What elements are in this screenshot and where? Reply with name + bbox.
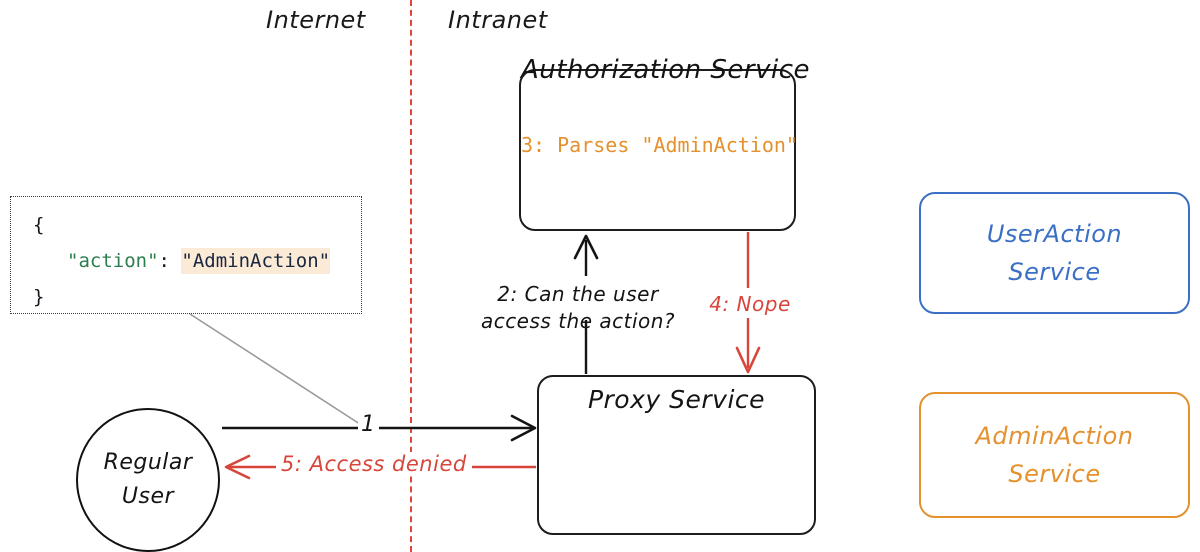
edge-step5-label: 5: Access denied	[276, 452, 472, 476]
edge-step1-arrowhead	[510, 414, 537, 442]
regular-user-label: Regular User	[78, 446, 218, 514]
edge-step2-arrowhead	[573, 234, 599, 260]
json-open-brace: {	[33, 214, 45, 236]
network-boundary-divider	[410, 0, 412, 552]
edge-step1-label: 1	[358, 412, 379, 437]
edge-step4-label: 4: Nope	[709, 292, 791, 316]
json-request-payload: { "action": "AdminAction" }	[10, 196, 362, 314]
admin-action-service-line2: Service	[1008, 460, 1101, 488]
regular-user-label-line1: Regular	[103, 450, 193, 475]
regular-user-node[interactable]: Regular User	[76, 408, 220, 552]
proxy-service-box[interactable]: Proxy Service GO	[537, 375, 816, 535]
edge-step5-arrowhead	[224, 454, 251, 480]
proxy-service-title: Proxy Service	[587, 385, 766, 414]
user-action-service-line2: Service	[1008, 258, 1101, 286]
edge-step2-label: 2: Can the user access the action?	[480, 282, 676, 333]
json-property-line: "action": "AdminAction"	[33, 243, 361, 279]
authorization-service-note: 3: Parses "AdminAction"	[521, 133, 798, 157]
json-key: "action"	[67, 250, 159, 272]
zone-label-internet: Internet	[266, 6, 366, 34]
json-separator: :	[158, 250, 182, 272]
payload-leader-line	[189, 313, 367, 429]
edge-step4-arrowhead	[735, 346, 761, 374]
admin-action-service-line1: AdminAction	[975, 422, 1134, 450]
zone-label-intranet: Intranet	[448, 6, 548, 34]
user-action-service-line1: UserAction	[986, 220, 1123, 248]
admin-action-service-label: AdminAction Service	[921, 417, 1188, 493]
authorization-service-box[interactable]: Authorization Service 3: Parses "AdminAc…	[519, 55, 810, 231]
admin-action-service-box[interactable]: AdminAction Service	[919, 392, 1190, 518]
authorization-service-title: Authorization Service	[521, 55, 810, 85]
json-close-brace: }	[33, 286, 45, 308]
user-action-service-label: UserAction Service	[921, 215, 1188, 291]
user-action-service-box[interactable]: UserAction Service	[919, 192, 1190, 314]
json-value: "AdminAction"	[181, 248, 331, 274]
regular-user-label-line2: User	[121, 484, 175, 509]
